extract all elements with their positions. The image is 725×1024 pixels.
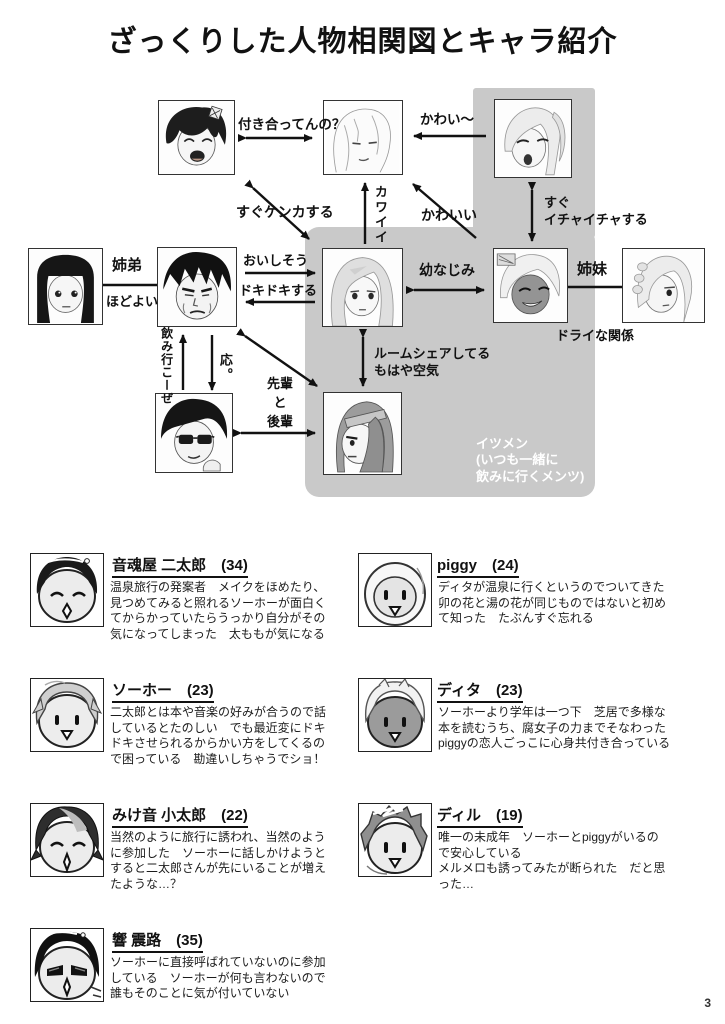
avatar-hibiki — [30, 928, 104, 1002]
portrait-kotaro-laughing — [158, 100, 235, 175]
label-sisters: 姉妹 — [577, 261, 608, 278]
portrait-hibiki-sunglasses — [155, 393, 233, 473]
bio-text-nitaro: 温泉旅行の発案者 メイクをほめたり、 見つめてみると照れるソーホーが面白く てか… — [110, 580, 327, 641]
portrait-dita-smiling — [493, 248, 568, 323]
bio-name-dita: ディタ (23) — [437, 679, 523, 703]
relationship-diagram: 付き合ってんの？ かわい〜 すぐケンカする カワイイ かわいい すぐ イチャイチ… — [0, 80, 725, 530]
bio-name-soho: ソーホー (23) — [112, 679, 214, 703]
bio-text-kotaro: 当然のように旅行に誘われ、当然のよう に参加した ソーホーに話しかけようと する… — [110, 830, 327, 891]
bio-text-hibiki: ソーホーに直接呼ばれていないのに参加 している ソーホーが何も言わないので 誰も… — [110, 955, 326, 1001]
label-kawaii-vertical: カワイイ — [372, 185, 388, 245]
bio-name-nitaro: 音魂屋 二太郎 (34) — [112, 554, 248, 578]
avatar-kotaro — [30, 803, 104, 877]
label-itsumen: イツメン (いつも一緒に 飲みに行くメンツ) — [476, 436, 585, 484]
label-hodoyoi: ほどよい — [106, 294, 159, 309]
label-lets-drink: 飲み行こーぜ — [159, 327, 174, 405]
avatar-piggy — [358, 553, 432, 627]
label-childhood-friends: 幼なじみ — [419, 262, 475, 278]
page-title: ざっくりした人物相関図とキャラ紹介 — [107, 26, 618, 58]
bio-name-piggy: piggy (24) — [437, 554, 519, 578]
label-dating: 付き合ってんの？ — [238, 117, 346, 132]
bio-name-kotaro: みけ音 小太郎 (22) — [112, 804, 248, 828]
avatar-nitaro — [30, 553, 104, 627]
label-dry-relation: ドライな関係 — [556, 328, 635, 343]
bio-text-soho: 二太郎とは本や音楽の好みが合うので話 しているとたのしい でも最近変にドキ ドキ… — [110, 705, 327, 766]
label-flirt: すぐ イチャイチャする — [544, 195, 648, 227]
label-sibling-bro-sis: 姉弟 — [112, 257, 143, 274]
label-reply-ou: 応。 — [217, 353, 233, 383]
bio-text-dita: ソーホーより学年は一つ下 芝居で多様な 本を読むうち、腐女子の力までそなわった … — [438, 705, 671, 751]
label-oishisou: おいしそう — [243, 253, 309, 268]
avatar-soho — [30, 678, 104, 752]
portrait-nitaro-stern — [157, 247, 237, 327]
bio-text-piggy: ディタが温泉に行くというのでついてきた 卯の花と湯の花が同じものではないと初め … — [438, 580, 667, 626]
label-dokidoki: ドキドキする — [239, 283, 318, 298]
portrait-dita-sister-braid — [622, 248, 705, 323]
avatar-dita — [358, 678, 432, 752]
label-senpai-kouhai: 先輩 と 後輩 — [266, 376, 293, 429]
portrait-piggy-ponytail — [494, 99, 572, 178]
bio-name-dill: ディル (19) — [437, 804, 523, 828]
page-number: 3 — [704, 996, 711, 1010]
avatar-dill — [358, 803, 432, 877]
bio-text-dill: 唯一の未成年 ソーホーとpiggyがいるの で安心している メルメロも誘ってみた… — [438, 830, 666, 891]
label-quick-fight: すぐケンカする — [236, 204, 334, 220]
bio-name-hibiki: 響 震路 (35) — [112, 929, 203, 953]
portrait-kotaro-headband — [323, 392, 402, 475]
label-roomshare: ルームシェアしてる もはや空気 — [374, 346, 491, 378]
portrait-dill-sister-white-hair — [323, 100, 403, 175]
label-kawaii-diagonal: かわいい — [421, 207, 477, 223]
portrait-nitaro-sister — [28, 248, 103, 325]
label-kawaii-arrow: かわい〜 — [420, 112, 474, 127]
portrait-soho — [322, 248, 403, 327]
